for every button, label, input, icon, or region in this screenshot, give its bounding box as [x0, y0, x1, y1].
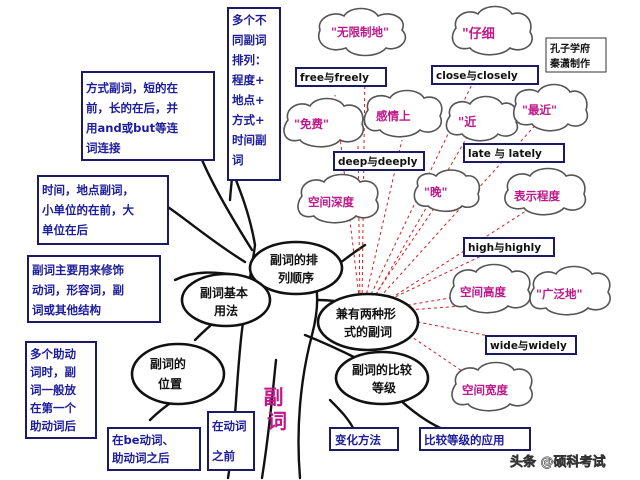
box-change-method-text: 变化方法	[335, 433, 381, 447]
cloud-emotion: 感情上	[363, 89, 443, 138]
pair-deep: deep与deeply	[333, 151, 425, 171]
node-basic-usage: 副词基本 用法	[180, 272, 272, 328]
box-manner-text: 方式副词，短的在 前，长的在后，并 用and或but等连 词连接	[85, 81, 182, 155]
author-text: 孔子学府 秦潇制作	[549, 42, 593, 70]
svg-text:late 与 lately: late 与 lately	[468, 147, 542, 160]
pair-free: free与freely	[295, 67, 387, 87]
pair-close: close与closely	[431, 65, 539, 85]
box-main-use-text: 副词主要用来修饰 动词，形容词，副 词或其他结构	[32, 263, 128, 317]
node-two-forms-text: 兼有两种形 式的副词	[335, 306, 400, 339]
box-multi-order: 多个不 同副词 排列： 程度+ 地点+ 方式+ 时间副 词	[227, 7, 281, 181]
svg-text:"免费": "免费"	[294, 117, 329, 131]
svg-text:close与closely: close与closely	[436, 69, 518, 82]
cloud-space-width: 空间宽度	[451, 361, 533, 412]
node-basic-usage-text: 副词基本 用法	[200, 285, 252, 318]
cloud-free-charge: "免费"	[283, 97, 365, 148]
watermark: 头条 @硕科考试	[510, 454, 606, 470]
svg-text:"仔细: "仔细	[462, 26, 495, 42]
svg-text:wide与widely: wide与widely	[490, 339, 567, 352]
box-time-place-text: 时间，地点副词， 小单位的在前，大 单位在后	[41, 183, 138, 237]
box-before-verb: 在动词 之前	[207, 411, 255, 471]
svg-text:free与freely: free与freely	[300, 71, 369, 84]
svg-text:"无限制地": "无限制地"	[331, 25, 389, 39]
box-comparison-use-text: 比较等级的应用	[424, 433, 505, 447]
cloud-unlimited: "无限制地"	[317, 7, 407, 57]
pair-late: late 与 lately	[463, 143, 565, 163]
box-change-method: 变化方法	[329, 427, 399, 451]
svg-text:"近: "近	[458, 114, 476, 129]
svg-text:表示程度: 表示程度	[513, 189, 560, 203]
box-multi-order-text: 多个不 同副词 排列： 程度+ 地点+ 方式+ 时间副 词	[232, 13, 271, 167]
author-box: 孔子学府 秦潇制作	[545, 37, 607, 73]
node-position: 副词的 位置	[130, 342, 226, 406]
pair-wide: wide与widely	[485, 335, 577, 355]
cloud-recent: "最近"	[512, 83, 589, 132]
pair-high: high与highly	[463, 237, 555, 257]
box-aux: 多个助动 词时，副 词一般放 在第一个 助动词后	[25, 341, 97, 439]
cloud-space-depth: 空间深度	[297, 173, 379, 224]
svg-text:high与highly: high与highly	[468, 241, 541, 254]
svg-text:空间深度: 空间深度	[308, 195, 354, 209]
cloud-near: "近	[445, 95, 519, 142]
box-before-verb-text: 在动词 之前	[212, 419, 251, 463]
box-manner: 方式副词，短的在 前，长的在后，并 用and或but等连 词连接	[81, 71, 215, 161]
box-main-use: 副词主要用来修饰 动词，形容词，副 词或其他结构	[27, 255, 161, 323]
box-time-place: 时间，地点副词， 小单位的在前，大 单位在后	[37, 175, 169, 245]
svg-text:"最近": "最近"	[522, 103, 557, 117]
svg-text:"晚": "晚"	[424, 185, 447, 199]
cloud-broadly: "广泛地"	[529, 265, 611, 316]
box-after-be-text: 在be动词、 助动词之后	[112, 433, 178, 465]
cloud-careful: "仔细	[451, 5, 533, 56]
node-order: 副词的排 列顺序	[248, 240, 344, 296]
box-comparison-use: 比较等级的应用	[419, 427, 531, 451]
cloud-space-height: 空间高度	[449, 263, 531, 314]
svg-text:感情上: 感情上	[376, 109, 411, 123]
cloud-late: "晚"	[413, 169, 481, 213]
node-comparison-text: 副词的比较 等级	[352, 362, 416, 395]
node-position-text: 副词的 位置	[150, 356, 190, 391]
box-after-be: 在be动词、 助动词之后	[107, 427, 201, 471]
box-aux-text: 多个助动 词时，副 词一般放 在第一个 助动词后	[30, 347, 80, 433]
main-title: 副 词	[264, 385, 291, 433]
node-order-text: 副词的排 列顺序	[270, 252, 322, 285]
node-comparison: 副词的比较 等级	[334, 350, 430, 406]
svg-text:"广泛地": "广泛地"	[536, 287, 582, 301]
svg-text:空间宽度: 空间宽度	[462, 383, 508, 397]
svg-text:deep与deeply: deep与deeply	[338, 155, 418, 168]
svg-text:空间高度: 空间高度	[460, 285, 506, 299]
cloud-degree: 表示程度	[504, 167, 587, 216]
node-two-forms: 兼有两种形 式的副词	[316, 292, 420, 352]
